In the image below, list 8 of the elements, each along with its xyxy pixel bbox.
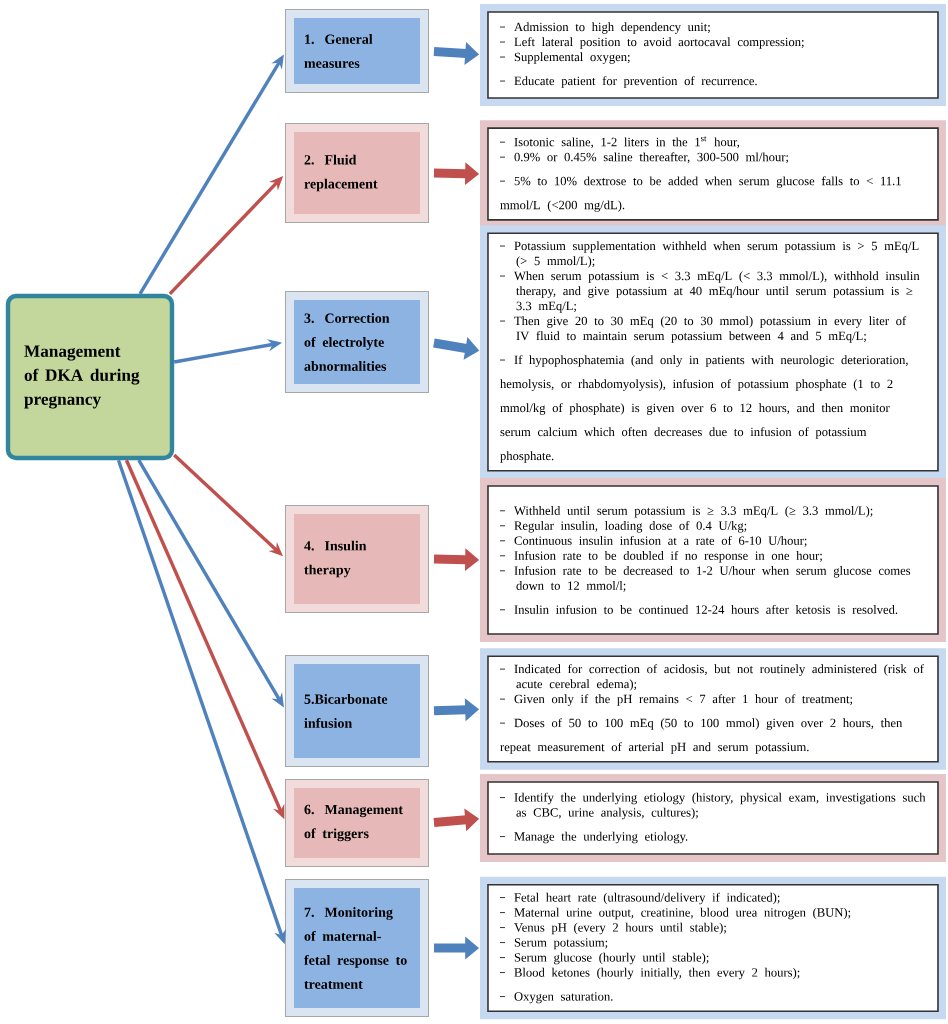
detail-box: [480, 225, 946, 479]
detail-box: [480, 876, 946, 1020]
detail-box: [480, 478, 946, 642]
detail-box: [480, 648, 946, 770]
detail-box: [480, 774, 946, 862]
detail-box: [480, 120, 946, 228]
detail-box: [480, 4, 946, 106]
root-box: Management of DKA during pregnancy: [5, 293, 175, 461]
